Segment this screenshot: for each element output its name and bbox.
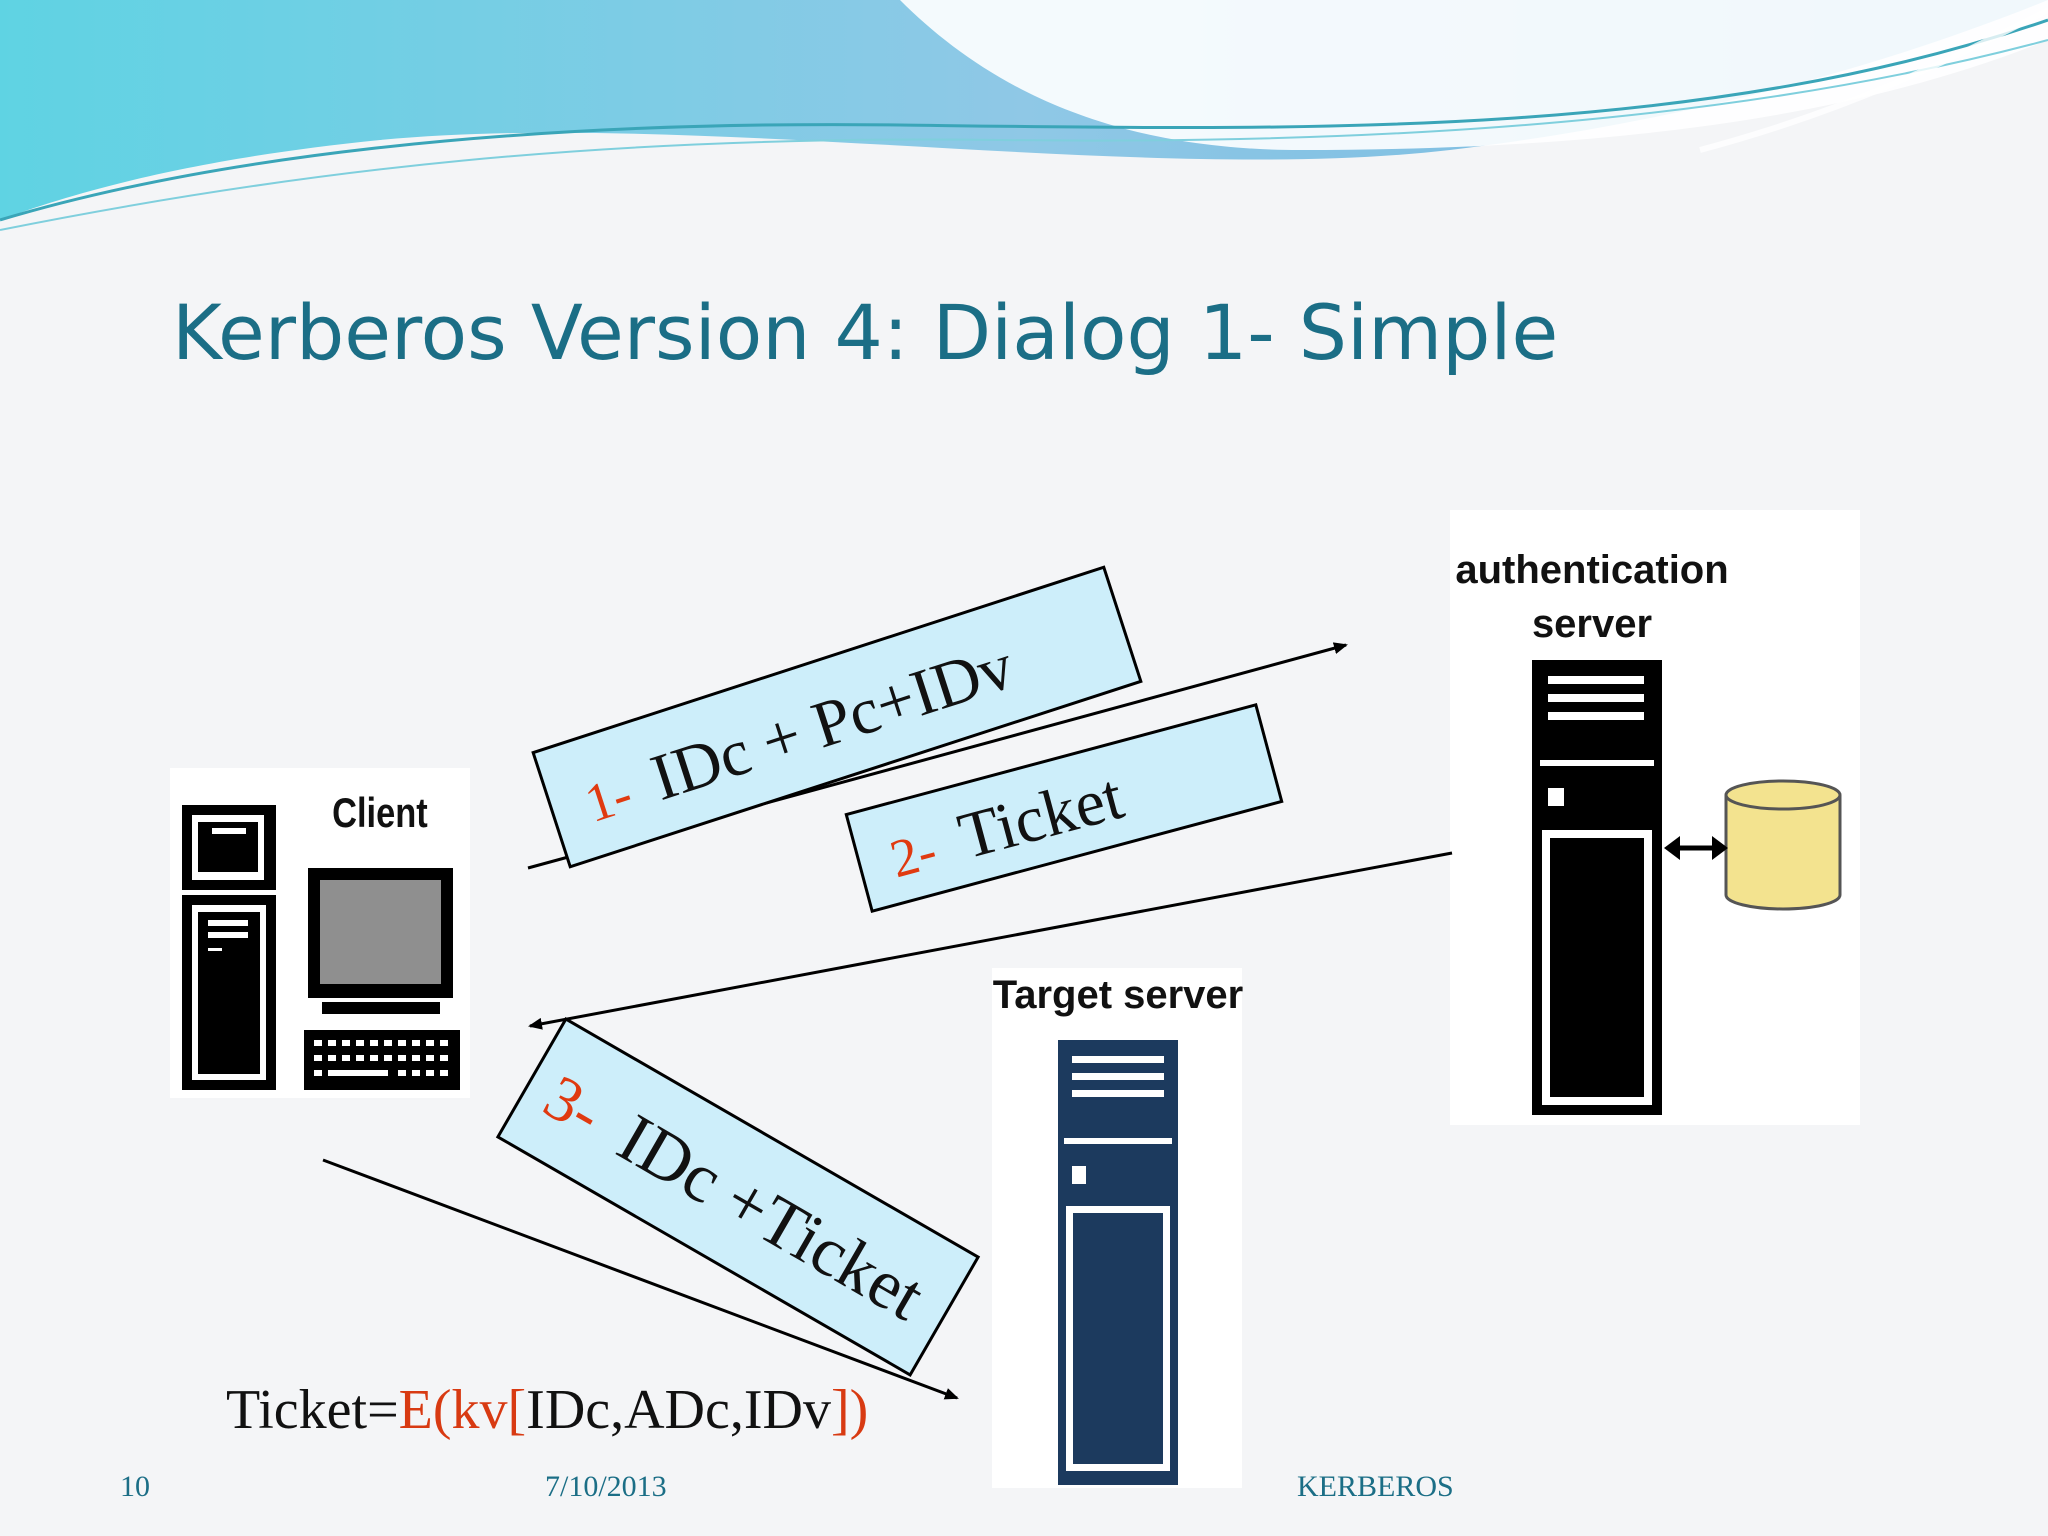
message-3-box: 3- IDc +Ticket <box>495 1017 981 1377</box>
arrow-client-to-target <box>322 1158 959 1400</box>
slide-date: 7/10/2013 <box>545 1470 667 1503</box>
target-server-icon: Target server <box>992 968 1243 1488</box>
formula-bracket-open: [ <box>507 1379 527 1441</box>
formula-bracket-close: ] <box>830 1379 850 1441</box>
target-server-label: Target server <box>993 973 1244 1017</box>
database-link-arrow-icon <box>1664 836 1728 860</box>
formula-prefix: Ticket= <box>226 1379 399 1441</box>
client-computer-icon: Client <box>170 768 470 1098</box>
auth-server-label-line1: authentication <box>1455 548 1728 592</box>
database-icon <box>1724 779 1842 911</box>
authentication-server-icon: authentication server <box>1450 510 1860 1125</box>
auth-server-label-line2: server <box>1532 602 1652 646</box>
formula-func: E( <box>398 1379 452 1441</box>
formula-key: kv <box>451 1379 508 1441</box>
ticket-formula: Ticket=E(kv[IDc,ADc,IDv]) <box>226 1378 868 1442</box>
message-2-box: 2- Ticket <box>844 702 1284 914</box>
formula-args: IDc,ADc,IDv <box>526 1379 831 1441</box>
slide-title: Kerberos Version 4: Dialog 1- Simple <box>172 288 1559 377</box>
arrow-auth-to-client <box>528 851 1453 1030</box>
slide-number: 10 <box>120 1470 150 1503</box>
formula-paren-close: ) <box>849 1379 869 1441</box>
wave-banner <box>0 0 2048 231</box>
client-label: Client <box>332 790 428 837</box>
footer-title: KERBEROS <box>1297 1470 1454 1503</box>
